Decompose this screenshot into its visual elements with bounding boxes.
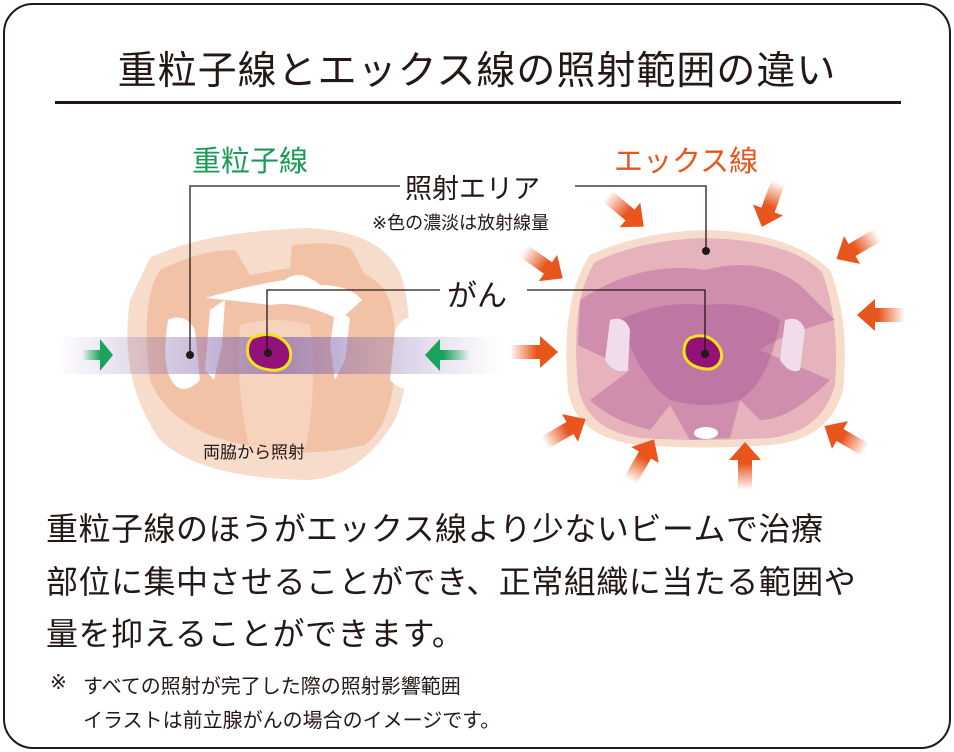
xray-label: エックス線 (614, 144, 759, 178)
xray-arrow-icon (828, 221, 886, 273)
cancer-label: がん (447, 279, 507, 314)
xray-arrow-icon (596, 183, 655, 239)
leader-lines (189, 185, 707, 355)
note-line-2: イラストは前立腺がんの場合のイメージです。 (83, 708, 501, 732)
title-underline (55, 101, 901, 104)
page-title: 重粒子線とエックス線の照射範囲の違い (117, 49, 837, 94)
xray-arrow-icon (746, 176, 794, 233)
leader-dots (186, 247, 710, 359)
xray-arrow-icon (857, 299, 905, 331)
description-line-3: 量を抑えることができます。 (46, 615, 465, 653)
xray-arrow-icon (514, 237, 572, 292)
description-line-2: 部位に集中させることができ、正常組織に当たる範囲や (46, 563, 857, 601)
heavy-ion-arrow-left-icon (82, 339, 113, 371)
description-line-1: 重粒子線のほうがエックス線より少ないビームで治療 (46, 510, 824, 548)
frame-border (3, 3, 951, 749)
shade-note: ※色の濃淡は放射線量 (372, 213, 550, 234)
heavy-ion-arrow-right-icon (425, 339, 470, 371)
xray-arrow-icon (510, 336, 558, 368)
both-sides-label: 両脇から照射 (203, 443, 305, 463)
note-line-1: すべての照射が完了した際の照射影響範囲 (83, 674, 461, 698)
note-mark: ※ (50, 670, 67, 694)
xray-arrow-icon (729, 442, 761, 490)
heavy-ion-label: 重粒子線 (192, 144, 309, 178)
irradiation-area-label: 照射エリア (405, 174, 540, 205)
